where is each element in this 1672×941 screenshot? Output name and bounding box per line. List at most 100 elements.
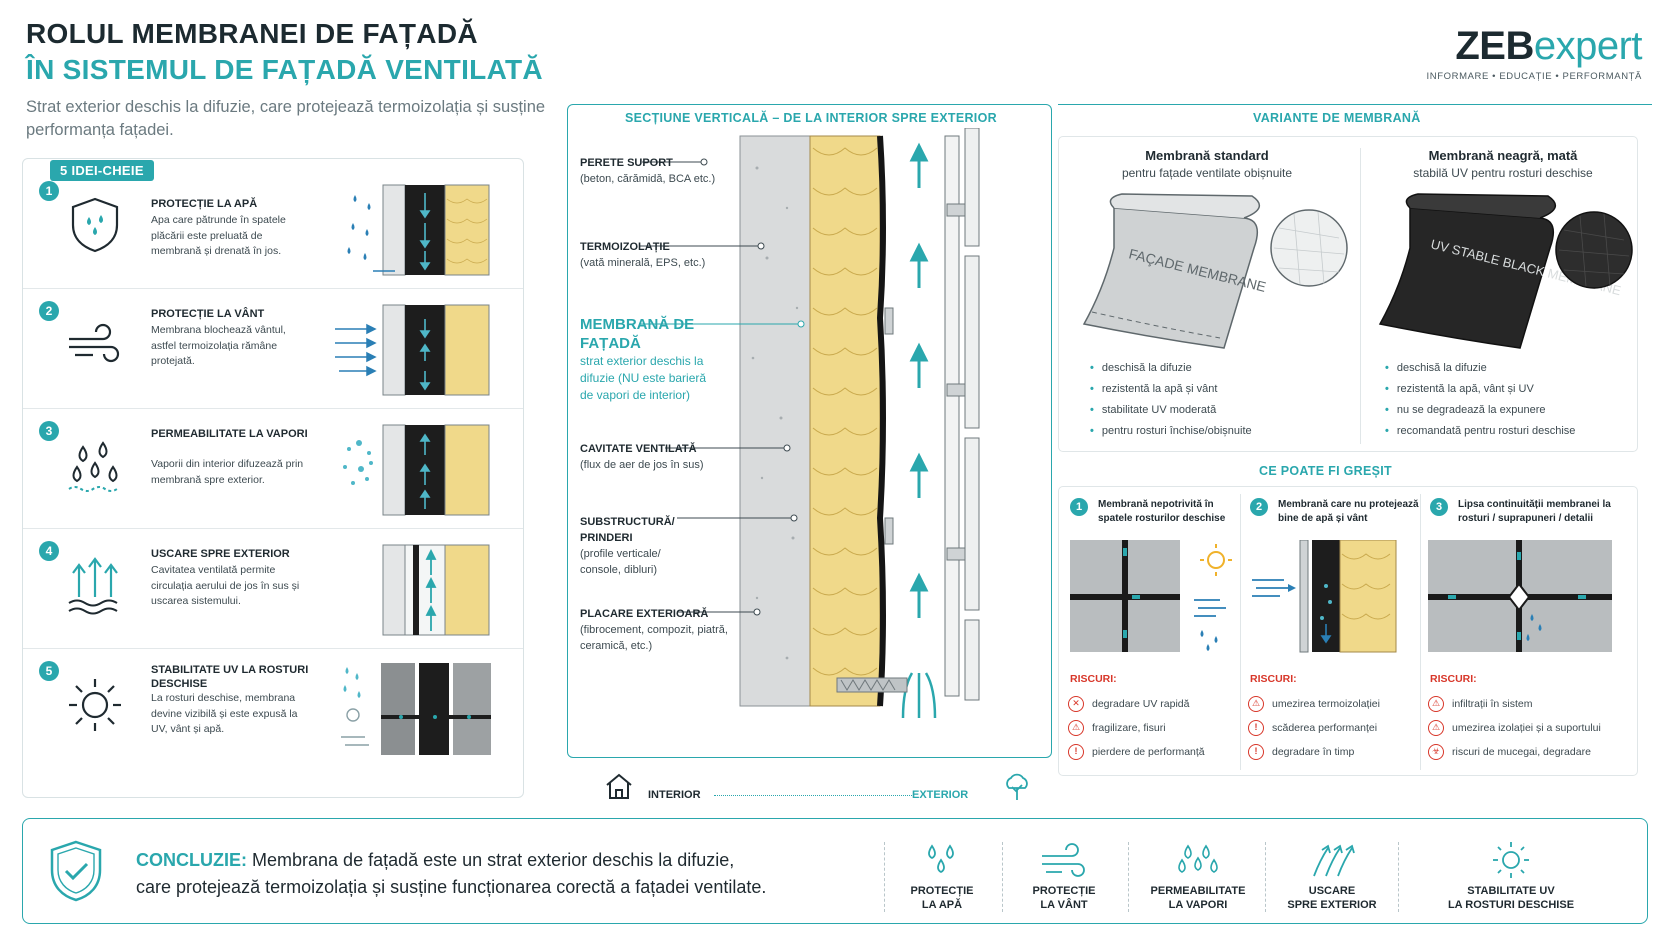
separator <box>1265 842 1266 912</box>
key-idea-2: 2 PROTECȚIE LA VÂNT Membrana blochează v… <box>23 289 523 409</box>
risks-label: RISCURI: <box>1430 673 1477 685</box>
wall-section-diagram <box>639 128 980 719</box>
variants-divider <box>1360 148 1361 444</box>
risks-label: RISCURI: <box>1070 673 1117 685</box>
infiltration-risk-icon: ⚠ <box>1428 696 1444 712</box>
key-ideas-badge: 5 IDEI-CHEIE <box>50 160 154 181</box>
uv-stability-mini-diagram <box>341 663 491 755</box>
wet-insulation-illustration <box>1252 540 1397 653</box>
vapor-drops-icon <box>68 441 118 492</box>
wind-protection-mini-diagram <box>335 304 490 396</box>
warning-icon: ! <box>1248 744 1264 760</box>
risk-text: riscuri de mucegai, degradare <box>1452 746 1591 758</box>
standard-membrane-roll-illustration: FAÇADE MEMBRANE <box>1082 193 1348 349</box>
direction-line <box>714 795 914 796</box>
errors-divider-2 <box>1420 494 1421 770</box>
shield-check-icon <box>50 840 102 902</box>
key-ideas-panel: 1 PROTECȚIE LA APĂ Apa care pătrunde în … <box>22 158 524 798</box>
bullet: rezistentă la apă și vânt <box>1090 379 1252 400</box>
vertical-section-panel <box>567 104 1052 758</box>
variant-standard-bullets: deschisă la difuzie rezistentă la apă și… <box>1090 358 1252 442</box>
conclusion-text: CONCLUZIE: Membrana de fațadă este un st… <box>136 850 767 897</box>
drying-icon <box>1313 844 1355 877</box>
error-number: 1 <box>1070 498 1088 516</box>
bullet: rezistentă la apă, vânt și UV <box>1385 379 1575 400</box>
variant-standard-title: Membrană standard <box>1145 148 1269 163</box>
conclusion-panel <box>22 818 1648 924</box>
variant-black-subtitle: stabilă UV pentru rosturi deschise <box>1413 166 1593 180</box>
bullet: deschisă la difuzie <box>1385 358 1575 379</box>
mold-risk-icon: ☣ <box>1428 744 1444 760</box>
idea-desc: Membrana blochează vântul, astfel termoi… <box>151 324 286 367</box>
drying-mini-diagram <box>382 544 490 636</box>
idea-number: 4 <box>39 541 59 561</box>
error-title: Membrană care nu protejează bine de apă … <box>1278 499 1419 524</box>
idea-title: PROTECȚIE LA APĂ <box>151 198 258 210</box>
shield-drops-icon <box>71 197 119 253</box>
error-number: 3 <box>1430 498 1448 516</box>
layer-label-ventilated-cavity: CAVITATE VENTILATĂ(flux de aer de jos în… <box>580 443 704 471</box>
drying-arrows-icon <box>68 557 118 615</box>
error-item-1: 1 Membrană nepotrivită în spatele rostur… <box>1060 490 1238 790</box>
bullet: deschisă la difuzie <box>1090 358 1252 379</box>
vapor-icon <box>1178 844 1218 873</box>
house-icon <box>606 773 632 799</box>
risks-label: RISCURI: <box>1250 673 1297 685</box>
logo-wordmark: ZEBexpert <box>1455 24 1642 68</box>
drops-icon <box>928 844 954 874</box>
separator <box>1398 842 1399 912</box>
variant-black-title: Membrană neagră, mată <box>1428 148 1578 163</box>
key-idea-5: 5 STABILITATE UV LA ROSTURI DESCHISE La … <box>23 649 523 769</box>
vapor-permeability-mini-diagram <box>343 424 490 516</box>
idea-desc: Cavitatea ventilată permite circulația a… <box>151 564 300 607</box>
uv-risk-icon: ✕ <box>1068 696 1084 712</box>
page-title-line1: ROLUL MEMBRANEI DE FAȚADĂ <box>26 18 478 49</box>
risk-text: infiltrații în sistem <box>1452 698 1533 710</box>
black-membrane-roll-illustration: UV STABLE BLACK MEMBRANE <box>1378 193 1633 349</box>
warning-icon: ! <box>1248 720 1264 736</box>
error-title: Membrană nepotrivită în spatele rosturil… <box>1098 499 1226 524</box>
variants-heading: VARIANTE DE MEMBRANĂ <box>1253 111 1421 125</box>
layer-label-cladding: PLACARE EXTERIOARĂ(fibrocement, compozit… <box>580 608 728 652</box>
section-heading: SECȚIUNE VERTICALĂ – DE LA INTERIOR SPRE… <box>625 111 997 125</box>
risk-text: degradare în timp <box>1272 746 1355 758</box>
logo: ZEBexpert INFORMARE • EDUCAȚIE • PERFORM… <box>1426 24 1643 82</box>
risk-text: scăderea performanței <box>1272 722 1378 734</box>
sun-icon <box>1493 842 1529 878</box>
key-idea-4: 4 USCARE SPRE EXTERIOR Cavitatea ventila… <box>23 529 523 649</box>
bullet: recomandată pentru rosturi deschise <box>1385 421 1576 442</box>
bullet: stabilitate UV moderată <box>1090 400 1252 421</box>
damp-risk-icon: ⚠ <box>1428 720 1444 736</box>
bullet: pentru rosturi închise/obișnuite <box>1090 421 1252 442</box>
sun-icon <box>69 679 121 731</box>
layer-label-insulation: TERMOIZOLAȚIE(vată minerală, EPS, etc.) <box>580 241 706 269</box>
exterior-label: EXTERIOR <box>912 789 969 801</box>
risk-text: umezirea termoizolației <box>1272 698 1380 710</box>
idea-number: 2 <box>39 301 59 321</box>
idea-number: 5 <box>39 661 59 681</box>
tree-icon <box>1006 773 1028 800</box>
variant-black-bullets: deschisă la difuzie rezistentă la apă, v… <box>1385 358 1576 442</box>
idea-number: 3 <box>39 421 59 441</box>
risk-text: fragilizare, fisuri <box>1092 722 1166 734</box>
bullet: nu se degradează la expunere <box>1385 400 1575 421</box>
layer-label-substructure: SUBSTRUCTURĂ/ PRINDERI(profile verticale… <box>580 516 675 576</box>
water-risk-icon: ⚠ <box>1248 696 1264 712</box>
variant-standard-subtitle: pentru fațade ventilate obișnuite <box>1121 166 1293 180</box>
error-title: Lipsa continuității membranei la rosturi… <box>1458 499 1611 524</box>
risk-text: degradare UV rapidă <box>1092 698 1190 710</box>
idea-title: PROTECȚIE LA VÂNT <box>151 308 265 320</box>
separator <box>1002 842 1003 912</box>
logo-tagline: INFORMARE • EDUCAȚIE • PERFORMANȚĂ <box>1426 71 1642 82</box>
crack-risk-icon: ⚠ <box>1068 720 1084 736</box>
layer-label-support-wall: PERETE SUPORT(beton, cărămidă, BCA etc.) <box>580 157 716 185</box>
risk-text: pierdere de performanță <box>1092 746 1205 758</box>
errors-divider-1 <box>1240 494 1241 770</box>
errors-heading: CE POATE FI GREȘIT <box>1259 464 1392 478</box>
